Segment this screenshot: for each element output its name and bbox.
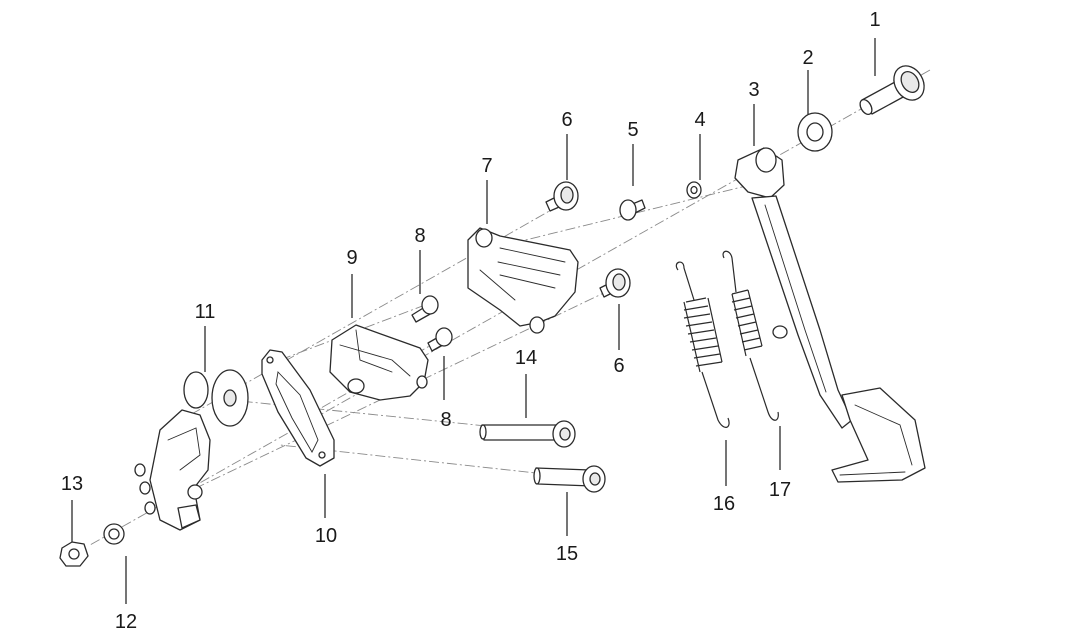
part-16-spring <box>675 261 730 428</box>
callout-17: 17 <box>769 479 791 501</box>
callout-3: 3 <box>748 79 759 101</box>
part-3-side-stand <box>734 147 926 483</box>
part-5-screw <box>619 199 646 221</box>
part-13-nut <box>59 541 89 567</box>
callout-14: 14 <box>515 347 537 369</box>
part-4-small-washer <box>686 181 702 199</box>
callout-7: 7 <box>481 155 492 177</box>
part-17-spring <box>722 250 779 421</box>
callout-9: 9 <box>346 247 357 269</box>
part-9-switch-body <box>329 324 429 401</box>
callout-labels: 1 2 3 4 5 6 6 7 8 8 9 10 11 12 13 14 15 … <box>61 9 881 633</box>
part-8-screw-upper <box>411 295 439 323</box>
callout-12: 12 <box>115 611 137 633</box>
part-2-washer <box>797 112 833 152</box>
part-8-screw-lower <box>427 327 453 352</box>
part-6-screw-upper <box>545 181 579 212</box>
part-7-cover <box>467 227 579 334</box>
part-10-gasket <box>261 349 335 467</box>
part-15-bolt <box>533 465 606 493</box>
part-12-lock-washer <box>103 523 125 545</box>
part-11-sensor-assembly <box>134 369 249 531</box>
callout-2: 2 <box>802 47 813 69</box>
callout-10: 10 <box>315 525 337 547</box>
callout-4: 4 <box>694 109 705 131</box>
callout-15: 15 <box>556 543 578 565</box>
callout-11: 11 <box>195 301 216 323</box>
callout-13: 13 <box>61 473 83 495</box>
callout-6-upper: 6 <box>561 109 572 131</box>
callout-5: 5 <box>627 119 638 141</box>
callout-1: 1 <box>869 9 880 31</box>
callout-16: 16 <box>713 493 735 515</box>
callout-8-lower: 8 <box>440 409 451 431</box>
callout-8-upper: 8 <box>414 225 425 247</box>
callout-6-lower: 6 <box>613 355 624 377</box>
part-1-bolt <box>859 65 925 116</box>
part-14-bolt <box>479 420 576 448</box>
leader-lines <box>71 38 876 604</box>
part-6-screw-lower <box>599 268 631 298</box>
